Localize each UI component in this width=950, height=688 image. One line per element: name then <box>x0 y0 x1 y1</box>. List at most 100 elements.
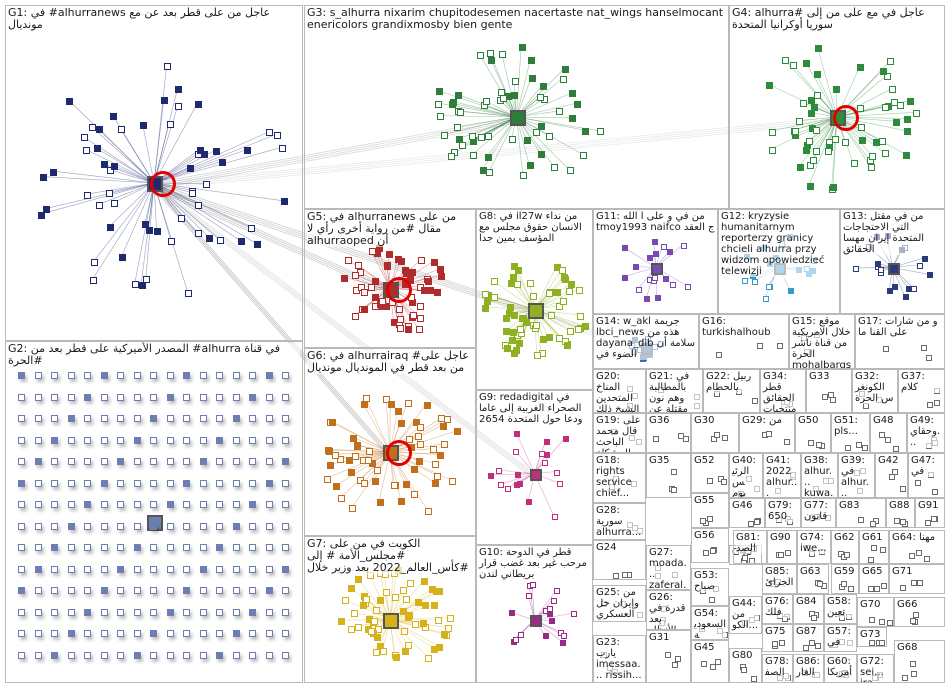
graph-node <box>751 398 758 405</box>
graph-node <box>84 608 91 616</box>
graph-node <box>830 183 838 191</box>
graph-node <box>810 157 818 165</box>
graph-node <box>18 522 25 530</box>
group-label: G51: pls... <box>834 415 867 437</box>
graph-node <box>373 606 381 614</box>
graph-node <box>18 415 25 422</box>
graph-node <box>840 581 847 588</box>
graph-node <box>237 238 245 246</box>
graph-node <box>355 576 363 584</box>
graph-node <box>216 608 223 616</box>
graph-node <box>763 295 770 302</box>
graph-node <box>354 261 362 269</box>
graph-node <box>183 415 190 422</box>
group-box-g13: G13: من في مقتل التي الاحتجاجات المتحدة … <box>840 209 945 314</box>
graph-node <box>710 547 717 554</box>
graph-node <box>566 287 574 295</box>
graph-node <box>417 314 425 322</box>
graph-node <box>51 565 58 573</box>
graph-node <box>67 415 75 422</box>
group-label: G54: السعودية <box>694 608 726 640</box>
graph-node <box>95 201 103 209</box>
group-box-g47: G47: في <box>908 453 945 498</box>
graph-node <box>455 91 463 99</box>
graph-node <box>430 645 438 653</box>
graph-node <box>368 283 376 291</box>
graph-node <box>436 451 444 459</box>
graph-node <box>282 544 289 551</box>
graph-node <box>117 587 124 594</box>
graph-node <box>216 458 223 465</box>
graph-node <box>100 161 108 169</box>
graph-node <box>580 151 588 159</box>
graph-node <box>542 633 549 640</box>
group-label: G18: rights service chief... <box>596 455 643 499</box>
graph-node <box>183 393 190 401</box>
group-label: G27: moada... zaferal... <box>649 547 688 589</box>
graph-node <box>469 151 477 159</box>
graph-node <box>203 181 211 189</box>
graph-node <box>556 108 564 116</box>
graph-node <box>596 128 604 136</box>
graph-node <box>703 549 710 556</box>
group-box-g66: G66 <box>894 597 945 627</box>
graph-node <box>232 458 240 465</box>
graph-node <box>567 281 575 289</box>
graph-node <box>681 242 688 249</box>
graph-node <box>908 553 915 560</box>
graph-node <box>347 469 355 477</box>
graph-node <box>67 630 75 637</box>
group-label: G66 <box>897 599 942 610</box>
graph-node <box>700 517 707 524</box>
graph-node <box>803 147 811 155</box>
graph-node <box>515 267 523 275</box>
graph-node <box>660 243 667 250</box>
graph-node <box>380 648 388 656</box>
group-box-g86: G86: الغار <box>793 654 824 683</box>
graph-node <box>117 415 124 422</box>
graph-node <box>253 240 261 248</box>
graph-node <box>534 351 542 359</box>
graph-node <box>546 133 554 141</box>
graph-node <box>880 547 887 554</box>
group-box-g32: G32: الكونغرس الحرة <box>852 369 898 413</box>
graph-node <box>232 608 240 616</box>
graph-node <box>133 587 141 594</box>
graph-node <box>249 415 256 422</box>
graph-node <box>353 442 361 450</box>
group-label: G90 <box>770 532 794 543</box>
graph-node <box>34 415 42 422</box>
graph-node <box>232 372 240 379</box>
graph-node <box>652 250 659 257</box>
group-label: G31 <box>649 632 688 643</box>
graph-node <box>150 651 157 659</box>
group-box-g85: G85: الجرائ <box>762 564 797 594</box>
graph-node <box>84 565 91 573</box>
group-box-g77: G77: قانون <box>801 498 836 528</box>
graph-node <box>485 153 493 161</box>
group-box-g75: G75 <box>762 624 793 652</box>
group-label: G46 <box>732 500 762 511</box>
graph-node <box>194 100 202 108</box>
graph-node <box>411 491 419 499</box>
graph-node <box>118 254 126 262</box>
graph-node <box>563 341 571 349</box>
graph-node <box>671 486 678 493</box>
group-box-g17: G17: و من شارات على القنا ما <box>855 314 945 369</box>
graph-node <box>150 436 157 444</box>
graph-node <box>444 416 452 424</box>
graph-node <box>84 522 91 530</box>
graph-node <box>635 287 642 294</box>
group-label: G28: سورية alhurra... <box>596 505 643 538</box>
graph-node <box>787 287 794 294</box>
group-box-g81: G81: الصد <box>733 530 767 564</box>
graph-node <box>43 206 51 214</box>
group-label: G42 <box>878 455 905 466</box>
graph-node <box>513 448 520 455</box>
graph-node <box>554 469 561 476</box>
graph-node <box>912 109 920 117</box>
graph-node <box>366 447 374 455</box>
graph-node <box>714 658 721 665</box>
graph-node <box>37 211 45 219</box>
graph-node <box>166 565 174 573</box>
